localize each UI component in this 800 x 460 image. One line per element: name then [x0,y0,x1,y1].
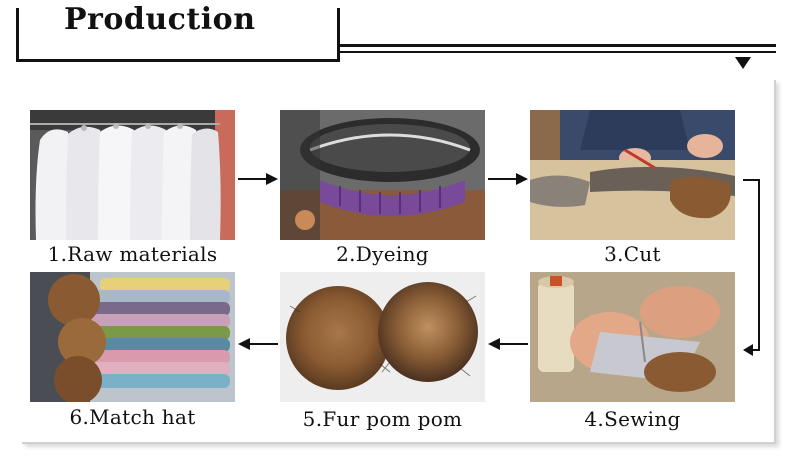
section-header-frame [16,8,340,62]
step-4-label: 4.Sewing [584,407,681,431]
step-3-label: 3.Cut [604,242,661,266]
process-frame [22,80,776,444]
step-5-label: 5.Fur pom pom [302,407,463,431]
step-2-image [280,110,485,240]
dyeing-machine-icon [280,110,485,240]
cutting-fur-icon [530,110,735,240]
section-title: Production [56,0,264,40]
hats-with-pom-poms-icon [30,272,235,402]
step-1-label: 1.Raw materials [47,242,218,266]
step-3-image [530,110,735,240]
arrow-right-icon [488,173,528,185]
arrow-left-icon [488,338,528,350]
fur-pom-poms-icon [280,272,485,402]
step-2-label: 2.Dyeing [336,242,429,266]
arrow-left-icon [238,338,278,350]
step-1-image [30,110,235,240]
header-rule-thick [340,44,776,47]
step-6-label: 6.Match hat [69,405,196,429]
arrow-right-icon [238,173,278,185]
step-4-image [530,272,735,402]
connector-down-arrow-icon [743,179,760,356]
step-6-image [30,272,235,402]
header-rule-thin [340,51,776,53]
raw-fur-pelts-icon [30,110,235,240]
down-triangle-icon [735,57,751,69]
sewing-thread-icon [530,272,735,402]
step-5-image [280,272,485,402]
